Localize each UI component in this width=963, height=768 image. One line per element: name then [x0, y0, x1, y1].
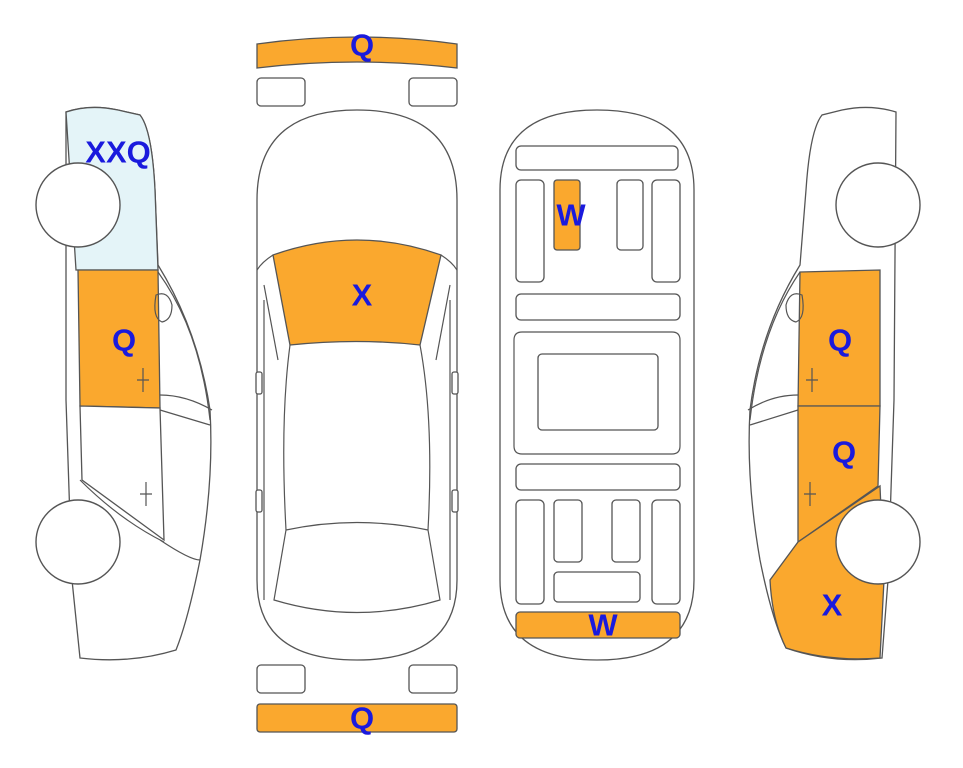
dashboard-panel: [515, 145, 679, 171]
right-front-door-marker: Q: [828, 323, 852, 358]
front-bumper-marker: Q: [350, 28, 374, 63]
top-windshield-lines: [256, 254, 458, 531]
roof-panel-marker: W: [556, 198, 586, 233]
trunk-lid[interactable]: [515, 611, 681, 639]
left-side-view: XXQ Q: [35, 106, 213, 661]
left-rear-wheel: [35, 499, 121, 585]
left-rear-handle: [140, 482, 152, 506]
top-rear-window: [273, 521, 441, 614]
top-body-outline: [256, 109, 458, 661]
right-mirror: [785, 293, 804, 323]
left-headlight: [256, 77, 306, 107]
left-front-door-marker: Q: [112, 323, 136, 358]
left-window-line: [79, 271, 213, 561]
left-front-mirror-stub: [255, 371, 263, 395]
right-window-line: [747, 271, 801, 426]
right-side-view: Q Q X: [747, 106, 921, 661]
center-console-panel: [616, 179, 644, 251]
right-front-handle: [806, 368, 818, 392]
right-rear-handle-stub: [451, 489, 459, 513]
floor-frame: [513, 331, 681, 455]
right-rear-wheel: [835, 499, 921, 585]
rear-crossmember: [515, 463, 681, 491]
top-side-lines: [263, 300, 451, 600]
left-front-fender-marker: XXQ: [85, 135, 150, 170]
roof-panel[interactable]: [553, 179, 581, 251]
right-rear-door[interactable]: [797, 405, 881, 544]
left-rear-door[interactable]: [79, 405, 165, 542]
left-rear-panel: [515, 499, 545, 605]
right-a-pillar-panel: [651, 179, 681, 283]
rear-bumper-marker: Q: [350, 701, 374, 736]
trunk-floor-panel: [553, 571, 641, 603]
front-crossmember: [515, 293, 681, 321]
right-taillight: [408, 664, 458, 694]
right-rear-door-marker: Q: [832, 435, 856, 470]
trunk-lid-marker: W: [588, 608, 618, 643]
rear-seat-left-panel: [553, 499, 583, 563]
front-bumper[interactable]: [256, 36, 458, 69]
right-front-mirror-stub: [451, 371, 459, 395]
rear-seat-right-panel: [611, 499, 641, 563]
right-rear-quarter-marker: X: [822, 588, 843, 623]
floor-center-panel: [537, 353, 659, 431]
left-a-pillar-panel: [515, 179, 545, 283]
right-front-wheel: [835, 162, 921, 248]
left-front-wheel: [35, 162, 121, 248]
interior-view: W W: [499, 109, 695, 661]
left-front-handle: [137, 368, 149, 392]
hood-marker: X: [352, 278, 373, 313]
right-rear-panel: [651, 499, 681, 605]
right-rear-handle: [804, 482, 816, 506]
left-taillight: [256, 664, 306, 694]
left-rear-handle-stub: [255, 489, 263, 513]
rear-bumper[interactable]: [256, 703, 458, 733]
left-mirror: [154, 293, 173, 323]
top-view: Q X Q: [255, 28, 459, 736]
right-headlight: [408, 77, 458, 107]
